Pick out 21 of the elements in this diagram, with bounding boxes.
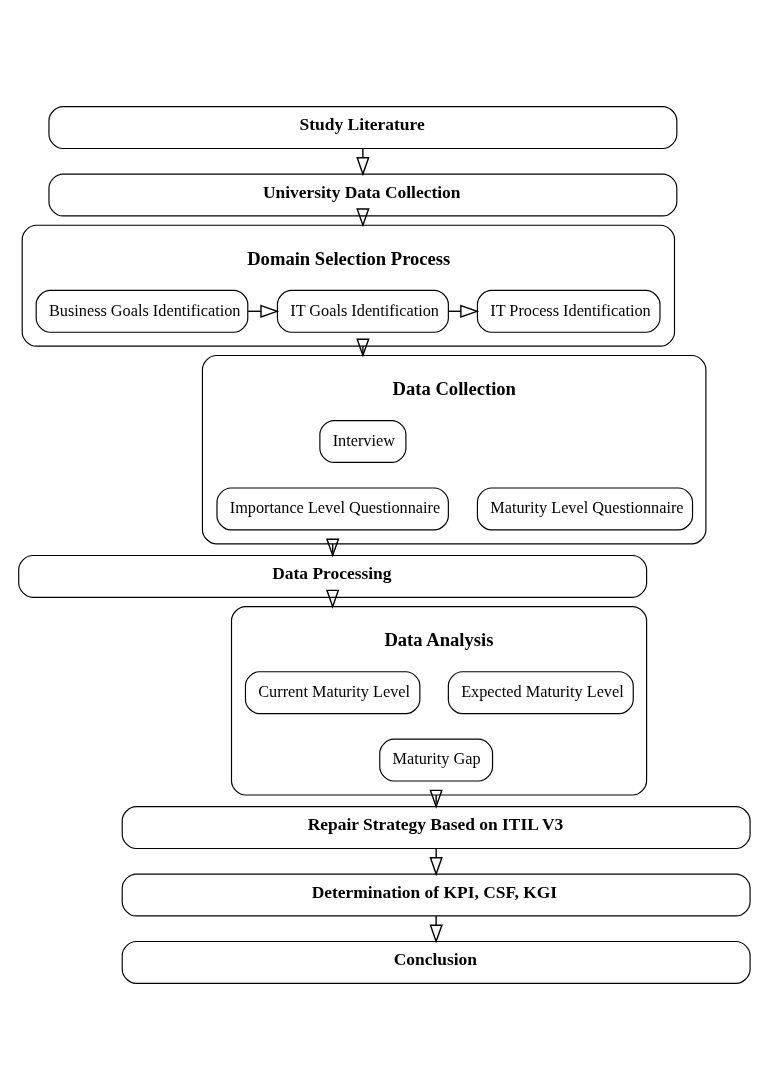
node-box: Maturity Gap [379,738,494,782]
arrow [429,847,443,877]
node-box: Interview [319,420,407,464]
node-box: Study Literature [48,106,678,150]
arrow [429,915,443,944]
node-box: Business Goals Identification [35,289,249,333]
node-box: Maturity Level Questionnaire [476,487,694,531]
arrow [356,147,370,177]
node-box: Current Maturity Level [244,671,421,715]
node-box: IT Goals Identification [276,289,449,333]
node-box: Importance Level Questionnaire [216,487,449,531]
node-box: IT Process Identification [476,289,661,333]
arrow [356,338,370,358]
arrow [326,589,340,609]
arrow [356,208,370,228]
node-box: Expected Maturity Level [447,671,634,715]
node-box: Repair Strategy Based on ITIL V3 [121,806,751,850]
arrow [429,789,443,809]
node-box: Conclusion [121,940,751,984]
node-box: Determination of KPI, CSF, KGI [121,873,751,917]
arrow [326,538,340,558]
